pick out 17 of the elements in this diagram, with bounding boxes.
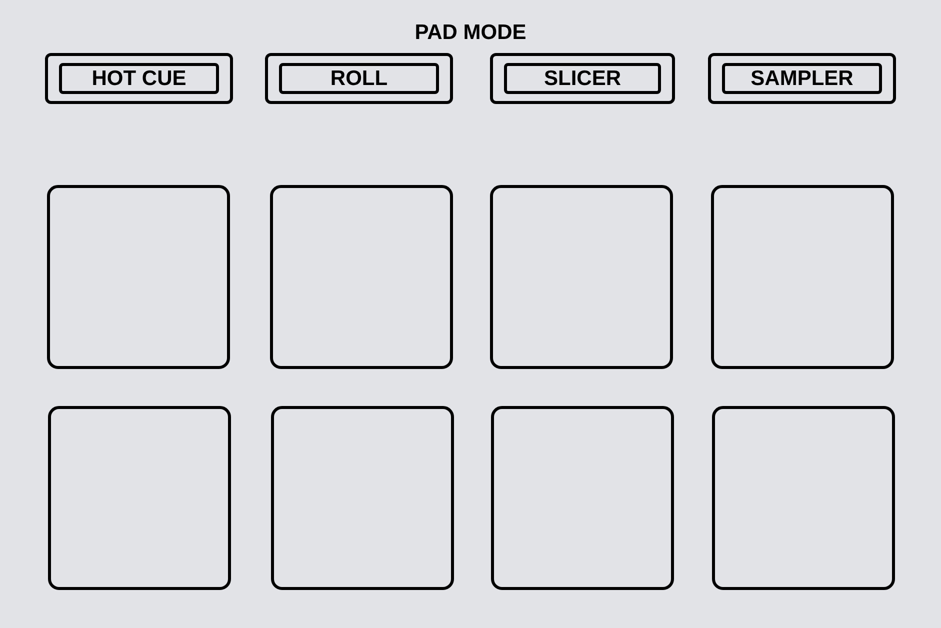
- mode-button: SAMPLER: [722, 63, 882, 94]
- button-bezel: [490, 53, 675, 104]
- mode-button: HOT CUE: [59, 63, 219, 94]
- pad: [47, 185, 230, 369]
- pad: [712, 406, 895, 590]
- pad: [271, 406, 454, 590]
- pad: [491, 406, 674, 590]
- button-bezel: [265, 53, 453, 104]
- pad: [270, 185, 453, 369]
- mode-button: ROLL: [279, 63, 439, 94]
- pad: [711, 185, 894, 369]
- mode-button: SLICER: [504, 63, 661, 94]
- button-bezel: [45, 53, 233, 104]
- pad: [48, 406, 231, 590]
- title: PAD MODE: [414, 20, 528, 46]
- button-bezel: [708, 53, 896, 104]
- pad: [490, 185, 673, 369]
